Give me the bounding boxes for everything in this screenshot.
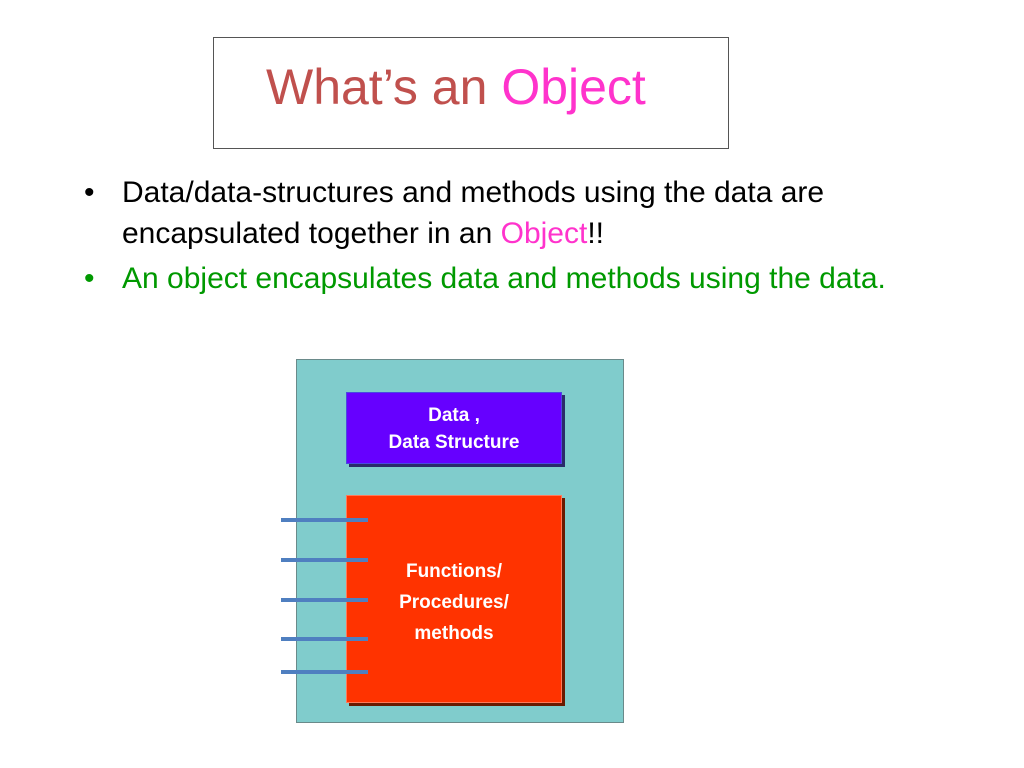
bullet-symbol: • bbox=[84, 176, 95, 209]
title-highlight: Object bbox=[501, 59, 646, 115]
interface-line bbox=[281, 598, 368, 602]
methods-box-line: methods bbox=[414, 623, 494, 644]
title-box: What’s an Object bbox=[213, 37, 729, 149]
interface-line bbox=[281, 670, 368, 674]
bullet-item: • Data/data-structures and methods using… bbox=[84, 172, 914, 254]
slide-title: What’s an Object bbox=[266, 60, 646, 115]
bullet-text: Data/data-structures and methods using t… bbox=[122, 176, 825, 250]
methods-box-line: Functions/ bbox=[405, 561, 503, 582]
methods-box: Functions/ Procedures/ methods bbox=[346, 495, 562, 703]
bullet-text: An object encapsulates data and methods … bbox=[122, 262, 886, 295]
bullet-symbol: • bbox=[84, 262, 95, 295]
data-box-line: Data Structure bbox=[388, 432, 520, 453]
bullet-list: • Data/data-structures and methods using… bbox=[84, 172, 914, 303]
bullet-highlight: Object bbox=[500, 217, 588, 250]
data-structure-box: Data , Data Structure bbox=[346, 392, 562, 464]
interface-line bbox=[281, 518, 368, 522]
data-box-line: Data , bbox=[428, 405, 480, 426]
interface-line bbox=[281, 558, 368, 562]
methods-box-line: Procedures/ bbox=[399, 592, 509, 613]
bullet-item: • An object encapsulates data and method… bbox=[84, 258, 914, 299]
title-prefix: What’s an bbox=[266, 59, 502, 115]
interface-line bbox=[281, 637, 368, 641]
bullet-suffix: !! bbox=[587, 217, 605, 250]
